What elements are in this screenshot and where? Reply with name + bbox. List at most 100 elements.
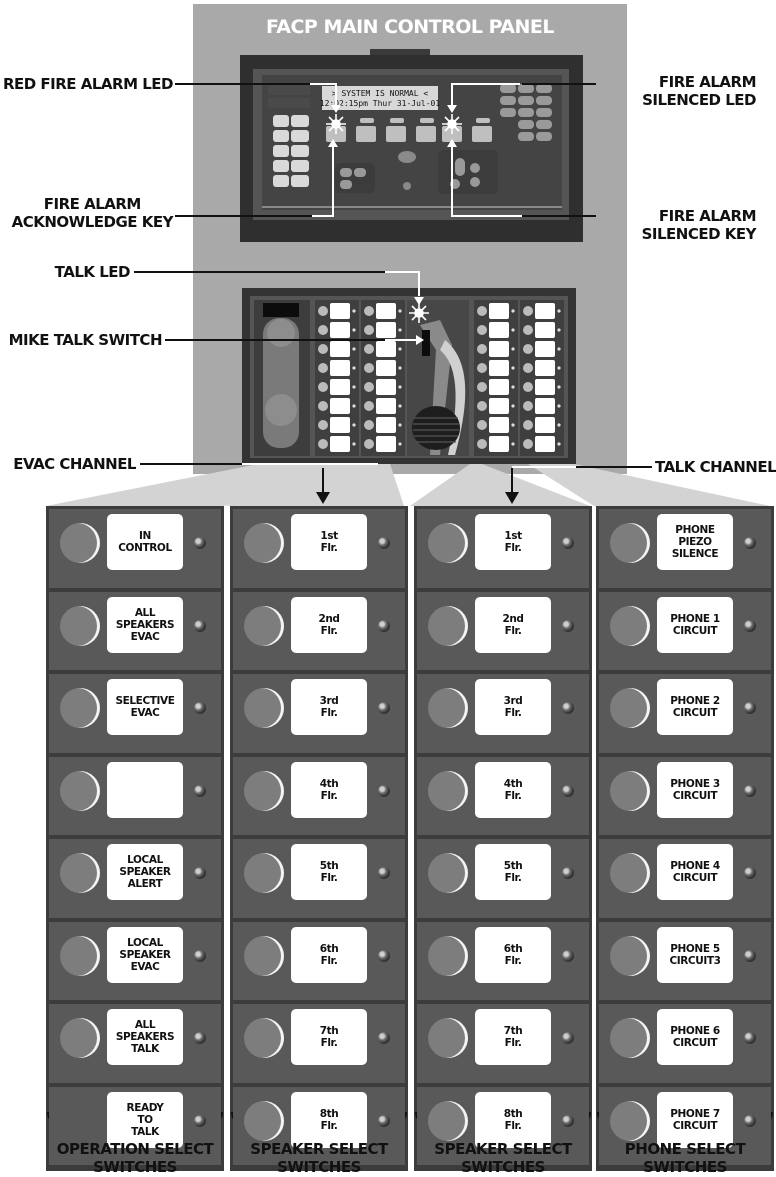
switch-cell[interactable]: 2nd Flr.: [417, 591, 589, 670]
select-button-knob[interactable]: [60, 523, 100, 563]
select-button-knob[interactable]: [60, 935, 100, 976]
switch-label: 4th Flr.: [291, 761, 367, 818]
select-button-knob[interactable]: [244, 688, 284, 728]
mini-switch-knob: [318, 363, 328, 373]
switch-cell[interactable]: ALL SPEAKERS EVAC: [49, 591, 221, 670]
select-button-knob[interactable]: [244, 935, 284, 976]
switch-label: 1st Flr.: [291, 514, 367, 570]
switch-cell[interactable]: 7th Flr.: [417, 1004, 589, 1083]
lcd-line-1: > SYSTEM IS NORMAL <: [332, 89, 429, 98]
mini-switch-knob: [523, 382, 533, 392]
switch-cell[interactable]: 7th Flr.: [233, 1004, 405, 1083]
mini-switch-led: [352, 366, 356, 370]
switch-cell[interactable]: LOCAL SPEAKER ALERT: [49, 839, 221, 918]
switch-cell[interactable]: [49, 756, 221, 835]
section-label: SPEAKER SELECT SWITCHES: [250, 1140, 388, 1176]
switch-cell[interactable]: 5th Flr.: [417, 839, 589, 918]
mini-switch-label: [489, 436, 509, 452]
select-button-knob[interactable]: [428, 1018, 468, 1058]
mini-switch-columns: [315, 300, 564, 456]
select-button-knob[interactable]: [610, 853, 650, 893]
label-fire-alarm-silenced-led: FIRE ALARM SILENCED LED: [598, 73, 756, 109]
mini-switch-led: [557, 385, 561, 389]
mini-switch-knob: [523, 325, 533, 335]
switch-cell[interactable]: 5th Flr.: [233, 839, 405, 918]
switch-cell[interactable]: SELECTIVE EVAC: [49, 674, 221, 753]
select-button-knob[interactable]: [244, 853, 284, 893]
select-button-knob[interactable]: [60, 688, 100, 728]
select-button-knob[interactable]: [428, 523, 468, 563]
select-button-knob[interactable]: [428, 688, 468, 728]
select-button-knob[interactable]: [244, 770, 284, 811]
select-button-knob[interactable]: [610, 688, 650, 728]
select-button-knob[interactable]: [244, 1018, 284, 1058]
select-button-knob[interactable]: [610, 1018, 650, 1058]
select-button-knob[interactable]: [428, 1100, 468, 1141]
select-button-knob[interactable]: [610, 935, 650, 976]
select-button-knob[interactable]: [610, 523, 650, 563]
switch-cell[interactable]: PHONE 6 CIRCUIT: [599, 1004, 771, 1083]
select-button-knob[interactable]: [244, 523, 284, 563]
select-button-knob[interactable]: [610, 1100, 650, 1141]
select-button-knob[interactable]: [60, 770, 100, 811]
switch-cell[interactable]: PHONE 7 CIRCUIT: [599, 1086, 771, 1165]
switch-cell[interactable]: 4th Flr.: [233, 756, 405, 835]
switch-cell[interactable]: 6th Flr.: [417, 921, 589, 1000]
switch-cell[interactable]: PHONE 2 CIRCUIT: [599, 674, 771, 753]
mini-switch-knob: [477, 325, 487, 335]
switch-cell[interactable]: PHONE 1 CIRCUIT: [599, 591, 771, 670]
switch-label: 2nd Flr.: [291, 596, 367, 653]
switch-cell[interactable]: PHONE 5 CIRCUIT3: [599, 921, 771, 1000]
mini-switch-knob: [523, 401, 533, 411]
switch-cell[interactable]: 2nd Flr.: [233, 591, 405, 670]
switch-cell[interactable]: PHONE PIEZO SILENCE: [599, 509, 771, 588]
select-button-knob[interactable]: [428, 605, 468, 646]
switch-label: READY TO TALK: [107, 1091, 183, 1148]
select-button-knob[interactable]: [60, 1018, 100, 1058]
mini-switch-label: [376, 436, 396, 452]
switch-label: IN CONTROL: [107, 514, 183, 570]
mini-switch-knob: [523, 420, 533, 430]
switch-cell[interactable]: ALL SPEAKERS TALK: [49, 1004, 221, 1083]
select-button-knob[interactable]: [60, 605, 100, 646]
select-button-knob[interactable]: [610, 770, 650, 811]
switch-cell[interactable]: 3rd Flr.: [233, 674, 405, 753]
switch-cell[interactable]: 1st Flr.: [233, 509, 405, 588]
mini-switch-led: [398, 309, 402, 313]
select-button-knob[interactable]: [244, 605, 284, 646]
mini-switch-knob: [318, 306, 328, 316]
mike-talk-switch-knob: [422, 330, 430, 356]
mini-switch-label: [535, 322, 555, 338]
select-button-knob[interactable]: [60, 853, 100, 893]
lcd-display: [322, 86, 438, 110]
status-led: [562, 1032, 574, 1044]
select-button-knob[interactable]: [428, 770, 468, 811]
mini-switch-label: [376, 341, 396, 357]
mini-switch-led: [557, 328, 561, 332]
switch-cell[interactable]: 8th Flr.: [417, 1086, 589, 1165]
status-led: [194, 619, 206, 632]
select-button-knob[interactable]: [428, 935, 468, 976]
switch-cell[interactable]: PHONE 3 CIRCUIT: [599, 756, 771, 835]
select-button-knob[interactable]: [610, 605, 650, 646]
switch-label: 8th Flr.: [475, 1091, 551, 1148]
mini-switch-led: [511, 347, 515, 351]
switch-cell[interactable]: READY TO TALK: [49, 1086, 221, 1165]
select-button-knob[interactable]: [428, 853, 468, 893]
mini-switch-label: [376, 360, 396, 376]
switch-cell[interactable]: LOCAL SPEAKER EVAC: [49, 921, 221, 1000]
mini-switch-label: [489, 398, 509, 414]
mini-switch-knob: [364, 420, 374, 430]
switch-cell[interactable]: 1st Flr.: [417, 509, 589, 588]
mini-switch-label: [489, 417, 509, 433]
switch-cell[interactable]: 8th Flr.: [233, 1086, 405, 1165]
switch-cell[interactable]: 3rd Flr.: [417, 674, 589, 753]
select-button-knob[interactable]: [244, 1100, 284, 1141]
switch-cell[interactable]: 6th Flr.: [233, 921, 405, 1000]
switch-label: PHONE 4 CIRCUIT: [657, 844, 733, 900]
status-led: [378, 702, 390, 714]
switch-cell[interactable]: 4th Flr.: [417, 756, 589, 835]
mini-switch-led: [398, 404, 402, 408]
switch-cell[interactable]: PHONE 4 CIRCUIT: [599, 839, 771, 918]
switch-cell[interactable]: IN CONTROL: [49, 509, 221, 588]
